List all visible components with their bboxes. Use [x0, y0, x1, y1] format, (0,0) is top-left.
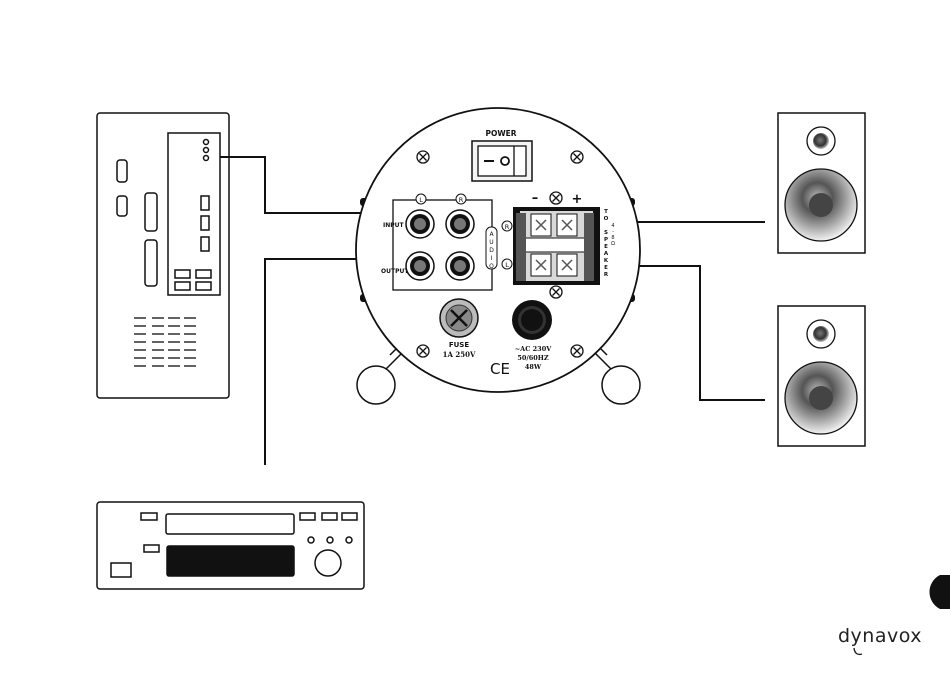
- screw-icon: [417, 151, 429, 163]
- dynavox-logo-swoosh: [854, 648, 862, 654]
- svg-text:S: S: [604, 230, 608, 236]
- side-letter-l: L: [502, 259, 512, 269]
- fuse-holder[interactable]: [440, 299, 478, 337]
- side-letter-r: R: [502, 221, 512, 231]
- power-inlet[interactable]: [512, 300, 552, 340]
- svg-text:K: K: [604, 258, 609, 264]
- output-label: OUTPUT: [381, 268, 409, 275]
- svg-text:E: E: [604, 244, 608, 250]
- screw-icon: [550, 286, 562, 298]
- plus-sign: +: [572, 192, 583, 207]
- power-switch[interactable]: [472, 141, 532, 181]
- minus-sign: –: [532, 191, 539, 206]
- svg-text:I: I: [491, 255, 493, 262]
- power-label: POWER: [485, 129, 516, 138]
- rca-jack[interactable]: [446, 210, 474, 238]
- svg-text:L: L: [505, 261, 509, 269]
- rca-jack[interactable]: [406, 210, 434, 238]
- svg-text:R: R: [459, 196, 464, 204]
- computer-tower: [97, 113, 229, 398]
- ac-power: 48W: [525, 363, 542, 371]
- amplifier-panel: POWER L R INPUT OUTPUT: [356, 108, 640, 404]
- ohm-vertical-label: 4 - 8 Ω: [611, 223, 615, 247]
- page-tab-marker: [929, 575, 950, 609]
- ce-mark: CE: [490, 360, 510, 378]
- svg-text:L: L: [419, 196, 423, 204]
- fuse-rating: 1A 250V: [443, 350, 476, 359]
- screw-icon: [571, 345, 583, 357]
- screw-icon: [550, 192, 562, 204]
- svg-text:E: E: [604, 265, 608, 271]
- jack-letter-l: L: [416, 194, 426, 204]
- input-label: INPUT: [383, 222, 405, 229]
- brand-logo: dynavox: [838, 625, 922, 647]
- speaker-bottom: [778, 306, 865, 446]
- fuse-label: FUSE: [449, 341, 470, 349]
- rca-block: [393, 200, 492, 290]
- svg-text:R: R: [505, 223, 510, 231]
- svg-text:D: D: [489, 247, 494, 254]
- svg-text:Ω: Ω: [611, 241, 615, 247]
- svg-text:T: T: [604, 209, 608, 215]
- svg-text:O: O: [489, 263, 494, 270]
- hifi-receiver: [97, 502, 364, 589]
- svg-text:U: U: [489, 239, 493, 246]
- ac-frequency: 50/60HZ: [517, 354, 549, 362]
- svg-text:O: O: [604, 216, 609, 222]
- svg-text:A: A: [604, 251, 609, 257]
- rca-jack[interactable]: [406, 252, 434, 280]
- ac-voltage: ~AC 230V: [515, 345, 552, 353]
- jack-letter-r: R: [456, 194, 466, 204]
- speaker-top: [778, 113, 865, 253]
- svg-text:P: P: [604, 237, 608, 243]
- screw-icon: [417, 345, 429, 357]
- screw-icon: [571, 151, 583, 163]
- vent-slots: [134, 318, 196, 366]
- rca-jack[interactable]: [446, 252, 474, 280]
- speaker-terminal[interactable]: [513, 207, 600, 285]
